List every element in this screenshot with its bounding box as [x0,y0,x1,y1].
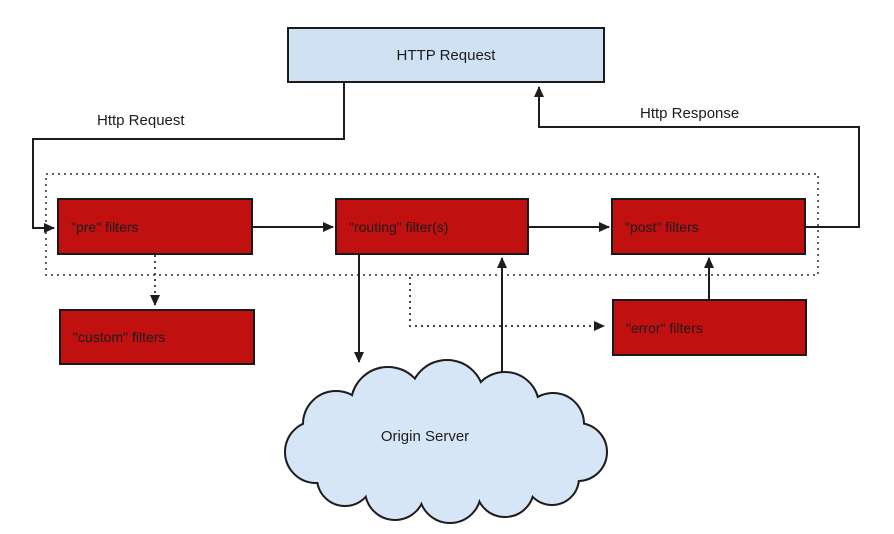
boundary-to-error-dotted-arrow [409,277,605,331]
error-filters-label: "error" filters [626,319,703,336]
filter-chain-boundary [45,173,819,276]
custom-filters-label: "custom" filters [73,329,166,345]
error-filters-box: "error" filters [612,299,807,356]
http-request-label: HTTP Request [396,46,496,64]
pre-filters-box: "pre" filters [57,198,253,255]
http-request-edge-label: Http Request [97,112,185,129]
http-request-to-pre-arrow [32,83,345,233]
post-to-http-response-arrow [534,86,860,228]
routing-filters-box: "routing" filter(s) [335,198,529,255]
pre-filters-label: "pre" filters [71,218,139,235]
http-response-edge-label: Http Response [640,105,740,122]
http-request-box: HTTP Request [287,27,605,83]
origin-server-label: Origin Server [380,428,470,445]
routing-filters-label: "routing" filter(s) [349,218,449,235]
post-filters-label: "post" filters [625,218,699,235]
custom-filters-box: "custom" filters [59,309,255,365]
post-filters-box: "post" filters [611,198,806,255]
